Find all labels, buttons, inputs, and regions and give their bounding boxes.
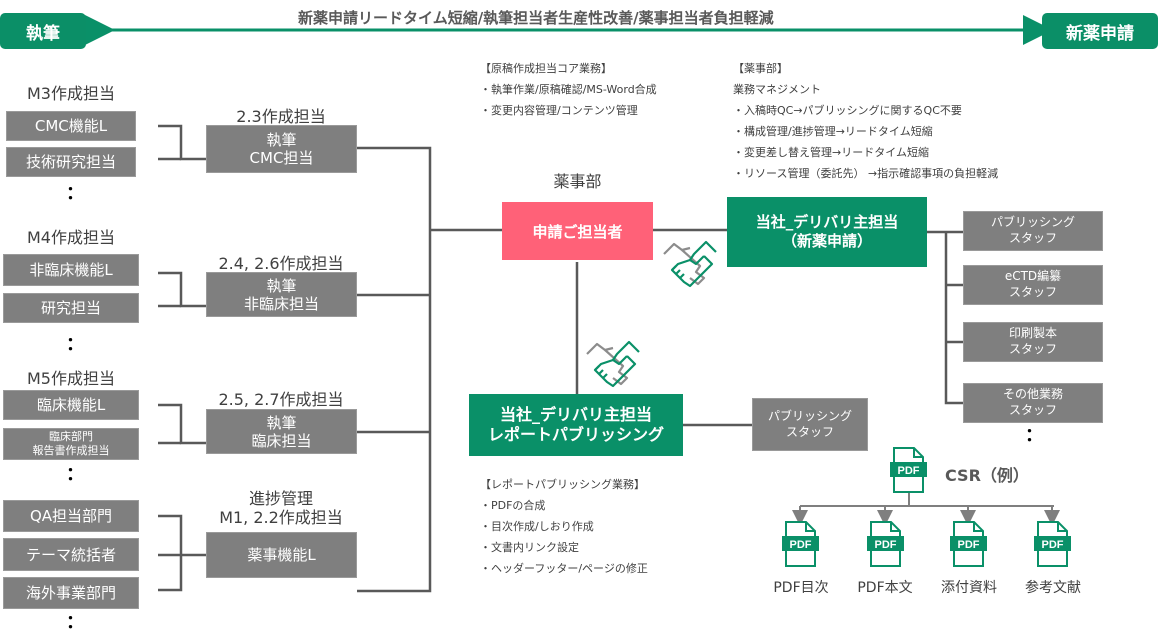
note-item: ・ヘッダーフッター/ページの修正	[480, 562, 648, 575]
csr-label: CSR（例）	[945, 466, 1029, 485]
target-line: 執筆	[266, 413, 297, 432]
note-subtitle: 業務マネジメント	[733, 83, 821, 96]
target-box-nonclinical: 執筆 非臨床担当	[206, 272, 357, 317]
staff-box-publishing: パブリッシング スタッフ	[963, 211, 1103, 251]
group-heading-m4: M4作成担当	[27, 228, 115, 247]
target-line: CMC担当	[249, 149, 314, 167]
pdf-file-icon: PDF	[782, 521, 819, 567]
target-line: 執筆	[266, 131, 297, 149]
member-box: CMC機能L	[6, 111, 136, 141]
note-title: 【薬事部】	[733, 62, 788, 75]
ellipsis: ：	[66, 183, 84, 204]
pdf-icon-text: PDF	[1042, 539, 1064, 551]
box-line: 当社_デリバリ主担当	[499, 405, 652, 424]
group-heading-m5: M5作成担当	[27, 369, 115, 388]
staff-line: パブリッシング	[990, 215, 1075, 230]
staff-line: パブリッシング	[767, 408, 852, 423]
note-item: ・文書内リンク設定	[480, 541, 579, 554]
target-line: 臨床担当	[251, 431, 312, 450]
csr-child-label: PDF本文	[857, 580, 913, 596]
note-item: ・構成管理/進捗管理→リードタイム短縮	[733, 125, 933, 138]
box-line: （新薬申請）	[781, 232, 872, 250]
staff-line: その他業務	[1002, 387, 1063, 402]
note-item: ・変更差し替え管理→リードタイム短縮	[733, 146, 929, 159]
target-label: 2.3作成担当	[236, 107, 326, 126]
box-line: 当社_デリバリ主担当	[755, 213, 899, 232]
banner-title: 新薬申請リードタイム短縮/執筆担当者生産性改善/薬事担当者負担軽減	[298, 9, 774, 27]
staff-line: eCTD編纂	[1004, 269, 1062, 284]
member-box: 海外事業部門	[3, 577, 139, 609]
handshake-icon	[586, 340, 640, 388]
report-delivery-box: 当社_デリバリ主担当 レポートパブリッシング	[469, 394, 683, 456]
member-box: 非臨床機能L	[3, 254, 139, 286]
nda-delivery-box: 当社_デリバリ主担当 （新薬申請）	[727, 197, 927, 267]
pdf-icon-text: PDF	[790, 539, 812, 551]
nda-badge: 新薬申請	[1042, 13, 1158, 49]
member-box: 技術研究担当	[6, 147, 136, 177]
note-item: ・PDFの合成	[480, 499, 546, 512]
pdf-icon-text: PDF	[958, 539, 980, 551]
note-item: ・リソース管理（委託先） →指示確認事項の負担軽減	[733, 167, 999, 180]
core-tasks-note: 【原稿作成担当コア業務】 ・執筆作業/原稿確認/MS-Word合成 ・変更内容管…	[480, 58, 657, 121]
staff-box-other: その他業務 スタッフ	[963, 383, 1103, 423]
target-line: 非臨床担当	[243, 294, 319, 313]
member-box: 臨床機能L	[3, 390, 139, 420]
pdf-icon-text: PDF	[898, 465, 920, 477]
pdf-file-icon: PDF	[867, 521, 904, 567]
target-label: 2.5, 2.7作成担当	[218, 390, 344, 409]
staff-line: スタッフ	[1008, 403, 1057, 417]
pdf-file-icon: PDF	[1034, 521, 1071, 567]
group-heading-m3: M3作成担当	[27, 84, 115, 103]
member-box: テーマ統括者	[3, 538, 139, 571]
target-box-clinical: 執筆 臨床担当	[206, 409, 357, 454]
target-box-regulatory: 薬事機能L	[206, 532, 357, 578]
note-item: ・入稿時QC→パブリッシングに関するQC不要	[733, 104, 962, 117]
pdf-file-icon: PDF	[890, 447, 927, 493]
handshake-icon	[663, 240, 717, 288]
note-item: ・執筆作業/原稿確認/MS-Word合成	[480, 83, 657, 96]
staff-line: スタッフ	[785, 424, 834, 439]
note-item: ・変更内容管理/コンテンツ管理	[480, 104, 638, 117]
member-box: QA担当部門	[3, 500, 139, 532]
target-label: 進捗管理 M1, 2.2作成担当	[219, 489, 343, 527]
ellipsis: ：	[66, 464, 84, 485]
staff-line: 印刷製本	[1008, 326, 1057, 341]
note-title: 【原稿作成担当コア業務】	[480, 62, 612, 75]
pdf-file-icon: PDF	[950, 521, 987, 567]
report-staff-box: パブリッシング スタッフ	[752, 398, 868, 451]
member-box: 研究担当	[3, 293, 139, 323]
csr-child-label: PDF目次	[773, 580, 829, 596]
report-tasks-note: 【レポートパブリッシング業務】 ・PDFの合成 ・目次作成/しおり作成 ・文書内…	[480, 474, 648, 579]
csr-child-label: 添付資料	[941, 580, 997, 596]
staff-box-printing: 印刷製本 スタッフ	[963, 322, 1103, 362]
ellipsis: ：	[1025, 425, 1043, 446]
pdf-icon-text: PDF	[875, 539, 897, 551]
writing-badge: 執筆	[0, 13, 86, 49]
note-item: ・目次作成/しおり作成	[480, 520, 594, 533]
regulatory-dept-label: 薬事部	[553, 172, 602, 191]
target-label: 2.4, 2.6作成担当	[218, 254, 344, 273]
staff-line: スタッフ	[1008, 285, 1057, 299]
target-line: 執筆	[266, 276, 297, 295]
note-title: 【レポートパブリッシング業務】	[480, 478, 645, 491]
staff-line: スタッフ	[1008, 231, 1057, 245]
csr-child-label: 参考文献	[1025, 580, 1081, 596]
staff-box-ectd: eCTD編纂 スタッフ	[963, 265, 1103, 305]
ellipsis: ：	[66, 612, 84, 633]
staff-line: スタッフ	[1008, 342, 1057, 356]
regulatory-notes: 【薬事部】 業務マネジメント ・入稿時QC→パブリッシングに関するQC不要 ・構…	[733, 58, 998, 184]
member-box: 臨床部門 報告書作成担当	[3, 428, 139, 460]
applicant-box: 申請ご担当者	[502, 202, 653, 260]
target-box-cmc: 執筆 CMC担当	[206, 125, 357, 173]
ellipsis: ：	[66, 334, 84, 355]
box-line: レポートパブリッシング	[487, 425, 664, 444]
